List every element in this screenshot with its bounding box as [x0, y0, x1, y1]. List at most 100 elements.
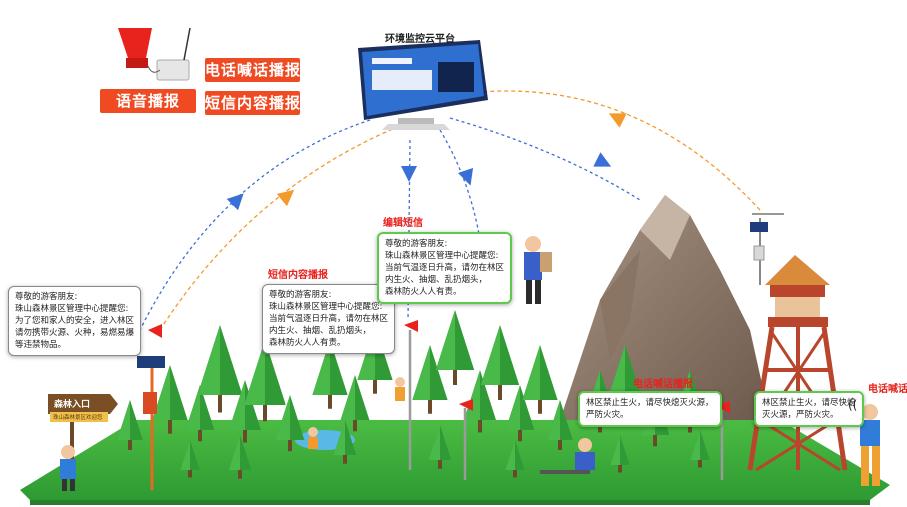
- tree-trunk: [618, 465, 622, 473]
- bubble-line: 珠山森林景区管理中心提醒您:: [269, 302, 383, 312]
- tree-trunk: [558, 440, 562, 450]
- tree-trunk: [438, 460, 442, 469]
- tree-crown-light: [480, 325, 500, 385]
- bubble-line: 内生火、抽烟、乱扔烟头，: [385, 275, 488, 285]
- person-left-hiker: [60, 445, 76, 491]
- tree-trunk: [428, 400, 432, 414]
- tree-trunk: [498, 385, 502, 400]
- tree-crown-light: [607, 345, 625, 400]
- tree-crown-light: [229, 380, 245, 430]
- sms-broadcast-button: 短信内容播报: [205, 91, 300, 115]
- voice-broadcast-button: 语音播报: [100, 89, 196, 113]
- bubble-line: 尊敬的游客朋友:: [15, 292, 78, 302]
- bubble-line: 灭火源，严防火灾。: [762, 410, 839, 420]
- broadcast-pole-left: [137, 324, 165, 490]
- bubble-line: 林区禁止生火，请尽快熄: [762, 398, 856, 408]
- broadcast-pole-center: [404, 320, 418, 470]
- broadcast-pole-right: [716, 401, 730, 480]
- tree-trunk: [243, 430, 247, 443]
- tree-trunk: [328, 395, 332, 409]
- tree-crown-light: [244, 340, 265, 405]
- person-camper: [540, 438, 595, 474]
- phone-broadcast-button: 电话喊话播报: [205, 58, 300, 82]
- tree-crown-light: [228, 435, 240, 470]
- link-arcs: [139, 90, 761, 331]
- bubble-line: 珠山森林景区管理中心提醒您:: [385, 251, 499, 261]
- tree-crown-light: [180, 440, 190, 470]
- tree-crown-light: [522, 345, 540, 400]
- cloud-platform-monitor: [358, 40, 488, 130]
- tree-crown-light: [610, 435, 620, 465]
- bubble-line: 为了您和家人的安全，进入林区: [15, 316, 135, 326]
- phone-broadcast-label: 电话喊话播报: [633, 379, 693, 390]
- broadcast-pole-mid: [459, 399, 473, 480]
- bubble-line: 当前气温逐日升高，请勿在林区: [385, 263, 505, 273]
- sms-broadcast-label: 短信内容播报: [268, 270, 328, 281]
- bubble-line: 尊敬的游客朋友:: [269, 290, 332, 300]
- tree-crown-light: [197, 325, 220, 395]
- bubble-line: 请勿携带火源、火种，易燃易爆: [15, 328, 135, 338]
- tree-crown-light: [412, 345, 430, 400]
- bubble-line: 森林防火人人有责。: [269, 338, 346, 348]
- tree-crown-light: [547, 400, 560, 440]
- tree-crown-light: [435, 310, 455, 370]
- bubble-line: 尊敬的游客朋友:: [385, 239, 448, 249]
- tree-trunk: [263, 405, 267, 422]
- bubble-line: 等违禁物品。: [15, 340, 67, 350]
- tree-crown-light: [428, 425, 440, 460]
- tree-trunk: [518, 430, 522, 442]
- sound-waves-icon: ((: [848, 398, 858, 412]
- tree-crown-light: [464, 370, 480, 420]
- arc-tower-to-platform: [479, 90, 761, 211]
- tree-trunk: [513, 470, 517, 478]
- tree-trunk: [653, 435, 657, 447]
- tree-crown-light: [185, 385, 200, 430]
- tree-trunk: [218, 395, 222, 413]
- message-bubble-mid-right: 林区禁止生火，请尽快熄灭火源， 严防火灾。: [578, 391, 722, 427]
- message-bubble-center-top: 尊敬的游客朋友: 珠山森林景区管理中心提醒您: 当前气温逐日升高，请勿在林区 内…: [377, 232, 513, 304]
- tree-trunk: [288, 440, 292, 452]
- bubble-line: 珠山森林景区管理中心提醒您:: [15, 304, 129, 314]
- tree-trunk: [478, 420, 482, 433]
- tree-trunk: [698, 460, 702, 468]
- edit-sms-label: 编辑短信: [383, 218, 423, 229]
- arc-left-pole-to-platform: [159, 127, 396, 331]
- person-phone-caller: [860, 404, 880, 486]
- tree-trunk: [343, 455, 347, 464]
- tree-crown-light: [505, 385, 520, 430]
- person-traveler: [524, 236, 552, 304]
- tree-trunk: [453, 370, 457, 385]
- sign-subtitle: 珠山森林景区欢迎您: [53, 415, 103, 421]
- ground-plane: [20, 420, 890, 500]
- tree-crown-light: [505, 440, 515, 470]
- bubble-line: 内生火、抽烟、乱扔烟头，: [269, 326, 372, 336]
- phone-call-label: 电话喊话: [868, 384, 907, 395]
- tree-crown-light: [690, 430, 700, 460]
- person-child: [395, 377, 405, 401]
- tree-crown-light: [117, 400, 130, 440]
- bubble-line: 当前气温逐日升高，请勿在林区: [269, 314, 389, 324]
- tree-crown-light: [340, 375, 355, 420]
- tree-trunk: [538, 400, 542, 414]
- person-kid-pond: [308, 427, 318, 449]
- weather-station: [750, 213, 784, 285]
- mountain: [560, 195, 770, 420]
- message-bubble-left: 尊敬的游客朋友: 珠山森林景区管理中心提醒您: 为了您和家人的安全，进入林区 请…: [8, 286, 142, 356]
- tree-crown-light: [275, 395, 290, 440]
- tree-trunk: [128, 440, 132, 450]
- tree-trunk: [238, 470, 242, 479]
- tree-trunk: [373, 380, 377, 394]
- voice-device: [118, 27, 191, 81]
- message-bubble-center-left: 尊敬的游客朋友: 珠山森林景区管理中心提醒您: 当前气温逐日升高，请勿在林区 内…: [262, 284, 396, 354]
- tree-crown-light: [152, 365, 170, 420]
- arc-platform-to-mountain: [449, 117, 641, 201]
- tree-trunk: [198, 430, 202, 442]
- bubble-line: 林区禁止生火，请尽快熄灭火源，: [586, 398, 714, 408]
- sign-title: 森林入口: [54, 400, 91, 410]
- tree-trunk: [188, 470, 192, 478]
- message-bubble-right: 林区禁止生火，请尽快熄 灭火源，严防火灾。: [754, 391, 864, 427]
- tree-trunk: [168, 420, 172, 434]
- arc-platform-to-traveler: [439, 129, 481, 241]
